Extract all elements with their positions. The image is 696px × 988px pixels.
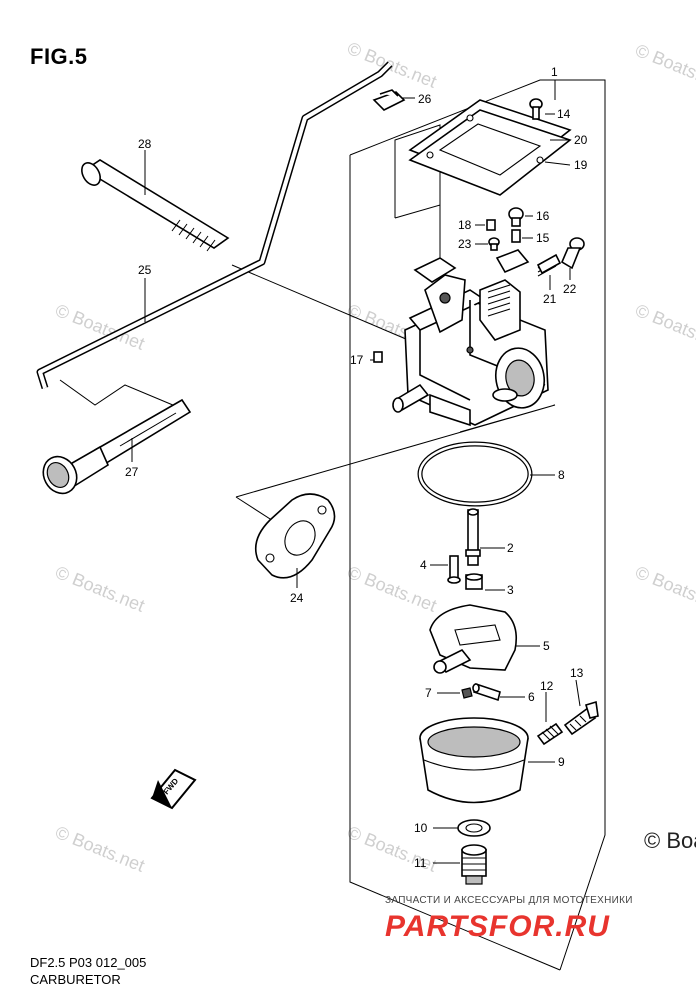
callout-28: 28 — [138, 137, 152, 151]
figure-title: FIG.5 — [30, 44, 88, 69]
callout-4: 4 — [420, 558, 427, 572]
part-28-bolt — [81, 159, 230, 252]
part-26-clip — [372, 89, 406, 111]
part-18-screw — [486, 219, 496, 231]
callout-14: 14 — [557, 107, 571, 121]
callout-24: 24 — [290, 591, 304, 605]
callout-26: 26 — [418, 92, 432, 106]
callout-6: 6 — [528, 690, 535, 704]
part-11-bolt — [461, 844, 487, 885]
part-19-20-plates — [408, 99, 572, 196]
guide-line — [59, 379, 181, 409]
copyright-corner: © Boa — [644, 828, 696, 853]
frame-outline — [349, 155, 561, 971]
frame-outline — [394, 204, 441, 265]
leader-line — [575, 679, 581, 707]
callout-20: 20 — [574, 133, 588, 147]
callout-2: 2 — [507, 541, 514, 555]
brand-tagline: ЗАПЧАСТИ И АКСЕССУАРЫ ДЛЯ МОТОТЕХНИКИ — [385, 895, 633, 906]
guide-line — [235, 404, 556, 498]
part-17-plug — [373, 351, 383, 363]
part-21-spring — [536, 253, 562, 277]
fwd-arrow-icon: FWD — [150, 768, 197, 810]
callout-18: 18 — [458, 218, 472, 232]
part-3-jet — [465, 573, 483, 590]
callout-7: 7 — [425, 686, 432, 700]
part-2-nozzle — [465, 508, 481, 566]
part-23-screw — [488, 237, 500, 251]
callout-27: 27 — [125, 465, 139, 479]
part-8-o-ring — [417, 441, 533, 507]
leader-line — [544, 161, 571, 166]
figure-name: CARBURETOR — [30, 972, 121, 987]
callout-21: 21 — [543, 292, 557, 306]
part-callouts: 1 2 3 4 5 6 7 8 9 10 11 12 13 14 15 16 1… — [125, 65, 588, 870]
part-24-gasket — [254, 493, 336, 579]
part-15-spring — [511, 229, 521, 243]
carburetor-body — [392, 249, 549, 427]
part-9-float-bowl — [419, 717, 529, 804]
part-10-washer — [457, 819, 491, 837]
guide-line — [231, 264, 421, 346]
callout-3: 3 — [507, 583, 514, 597]
callout-12: 12 — [540, 679, 554, 693]
callout-16: 16 — [536, 209, 550, 223]
part-22-screw — [560, 237, 585, 270]
callout-9: 9 — [558, 755, 565, 769]
callout-11: 11 — [414, 856, 427, 870]
part-4-jet — [447, 555, 461, 584]
callout-22: 22 — [563, 282, 577, 296]
callout-19: 19 — [574, 158, 588, 172]
callout-23: 23 — [458, 237, 472, 251]
callout-10: 10 — [414, 821, 428, 835]
part-14-screw — [529, 98, 543, 120]
brand-logo: PARTSFOR.RU — [385, 910, 610, 943]
callout-13: 13 — [570, 666, 584, 680]
callout-25: 25 — [138, 263, 152, 277]
figure-code: DF2.5 P03 012_005 — [30, 955, 147, 970]
callout-5: 5 — [543, 639, 550, 653]
part-27-knob — [42, 398, 192, 495]
part-25-rod — [36, 61, 393, 390]
callout-8: 8 — [558, 468, 565, 482]
part-13-screw — [563, 700, 599, 736]
part-7-clip — [461, 687, 473, 699]
part-12-spring — [536, 722, 564, 746]
part-5-float — [429, 604, 518, 674]
callout-1: 1 — [551, 65, 558, 79]
part-6-pin — [472, 682, 501, 702]
callout-17: 17 — [350, 353, 364, 367]
part-16-screw — [508, 207, 524, 227]
callout-15: 15 — [536, 231, 550, 245]
